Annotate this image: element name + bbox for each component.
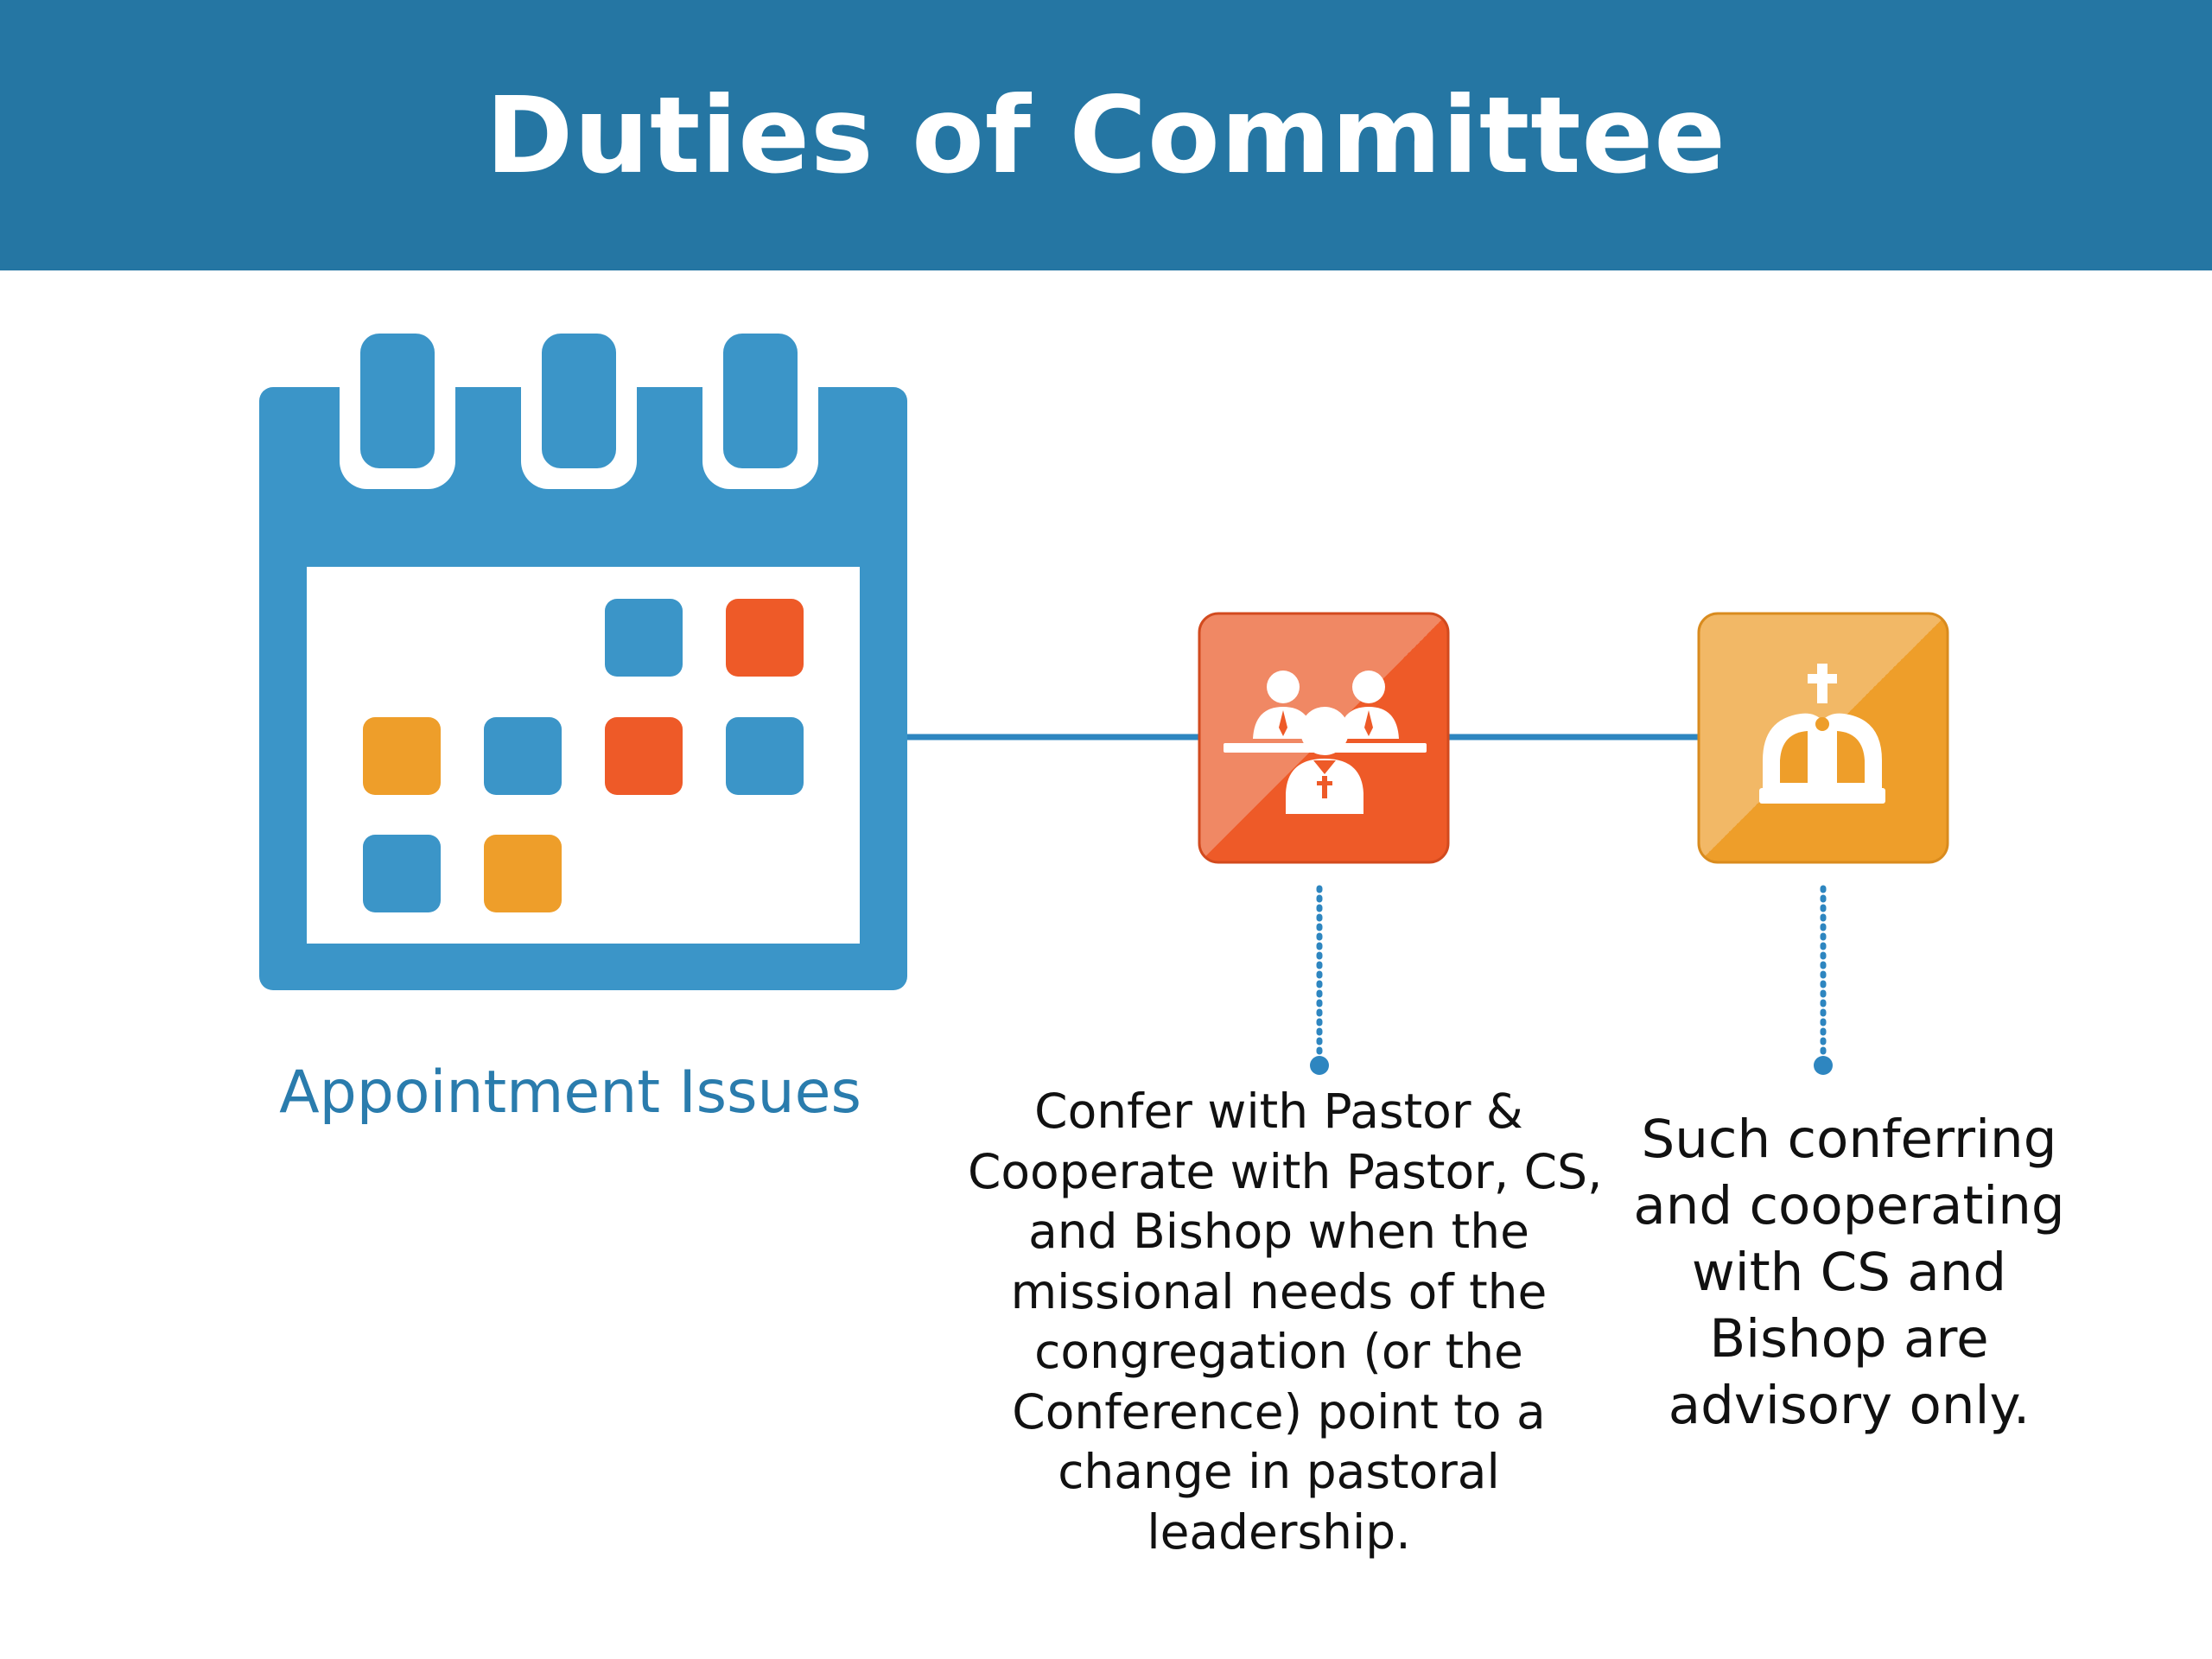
text-line: congregation (or the bbox=[1034, 1324, 1523, 1379]
calendar-day bbox=[726, 599, 804, 677]
text-line: and Bishop when the bbox=[1028, 1204, 1529, 1259]
calendar-day bbox=[605, 599, 683, 677]
confer-text: Confer with Pastor & Cooperate with Past… bbox=[968, 1082, 1603, 1562]
text-line: advisory only. bbox=[1668, 1375, 2031, 1436]
text-line: leadership. bbox=[1147, 1503, 1411, 1560]
pastor-committee-icon bbox=[1198, 612, 1450, 864]
title-banner: Duties of Committee bbox=[0, 0, 2212, 270]
calendar-icon bbox=[259, 334, 907, 990]
text-line: change in pastoral bbox=[1058, 1444, 1500, 1499]
text-line: Such conferring bbox=[1641, 1109, 2057, 1170]
advisory-text: Such conferring and cooperating with CS … bbox=[1624, 1106, 2074, 1439]
text-line: and cooperating bbox=[1633, 1175, 2065, 1236]
calendar-day bbox=[484, 717, 562, 795]
calendar-day bbox=[484, 835, 562, 912]
bishop-mitre-icon bbox=[1697, 612, 1949, 864]
calendar-day bbox=[605, 717, 683, 795]
text-line: missional needs of the bbox=[1010, 1263, 1548, 1319]
calendar-day bbox=[363, 717, 441, 795]
calendar-day bbox=[726, 717, 804, 795]
page-title: Duties of Committee bbox=[486, 73, 1726, 197]
appointment-issues-label: Appointment Issues bbox=[279, 1058, 861, 1127]
text-line: with CS and bbox=[1691, 1242, 2007, 1303]
dotted-connector bbox=[1310, 885, 1329, 1075]
text-line: Cooperate with Pastor, CS, bbox=[968, 1143, 1603, 1199]
text-line: Conference) point to a bbox=[1012, 1383, 1546, 1440]
dotted-connector bbox=[1814, 885, 1833, 1075]
calendar-day bbox=[363, 835, 441, 912]
text-line: Confer with Pastor & bbox=[1034, 1084, 1523, 1139]
text-line: Bishop are bbox=[1709, 1308, 1989, 1370]
